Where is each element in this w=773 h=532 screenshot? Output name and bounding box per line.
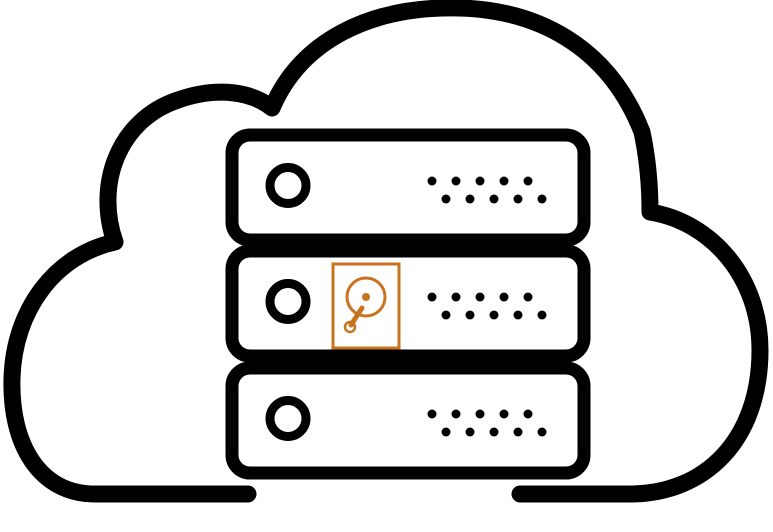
server-unit-middle	[225, 244, 591, 363]
server-unit-body	[225, 244, 591, 363]
power-button-icon	[265, 163, 311, 208]
vent-dots-icon	[427, 176, 547, 204]
hard-drive-icon	[331, 262, 401, 350]
server-unit-body	[225, 128, 591, 247]
server-unit-body	[225, 361, 591, 480]
server-unit-bottom	[225, 361, 591, 480]
power-button-icon	[265, 279, 311, 324]
cloud-outline	[3, 0, 769, 503]
vent-dots-icon	[427, 292, 547, 320]
vent-dots-icon	[427, 409, 547, 437]
power-button-icon	[265, 396, 311, 441]
server-unit-top	[225, 128, 591, 247]
